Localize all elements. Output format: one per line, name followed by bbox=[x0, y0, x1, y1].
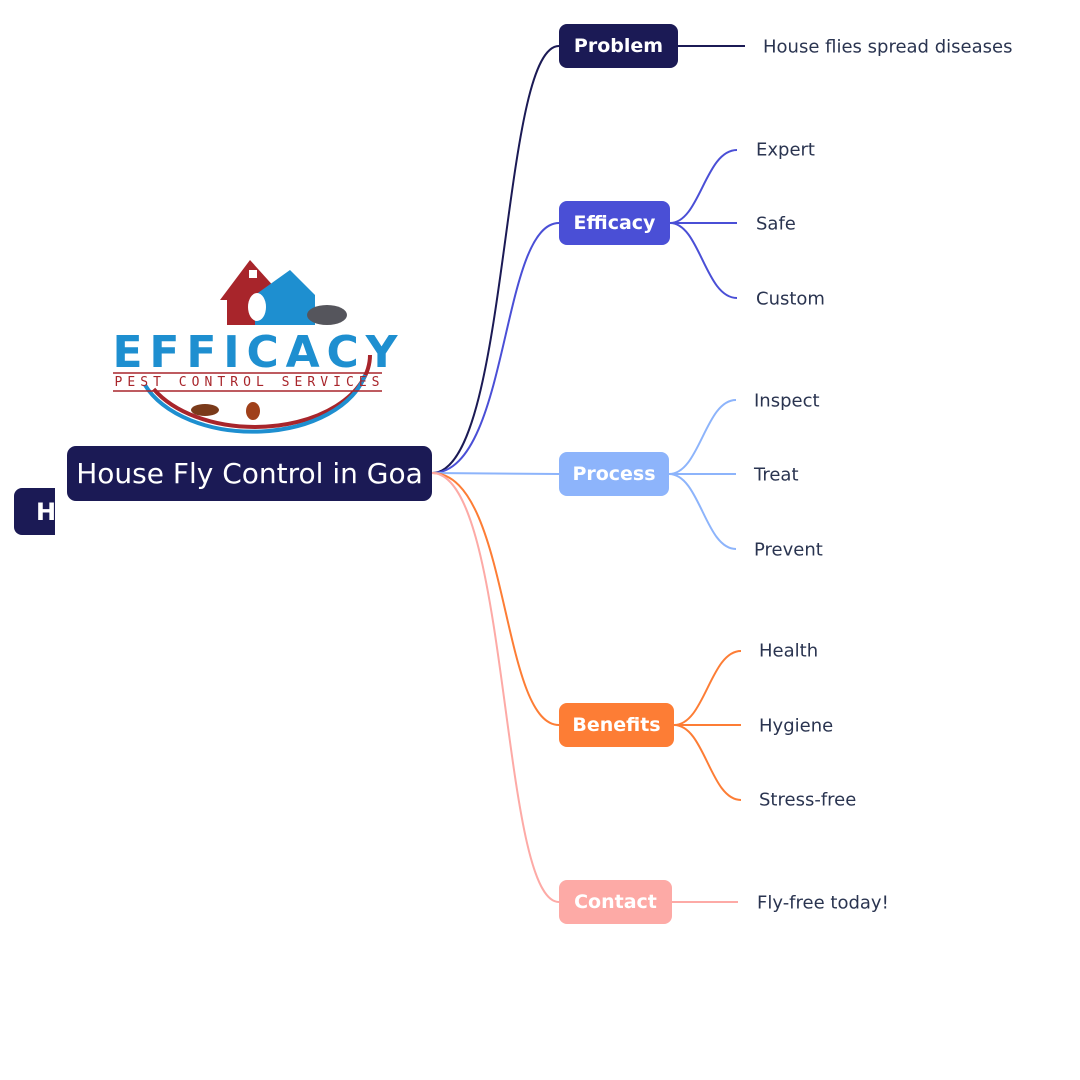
leaf-inspect[interactable]: Inspect bbox=[754, 390, 820, 412]
logo-wordmark: EFFICACY bbox=[113, 327, 399, 378]
branch-contact[interactable]: Contact bbox=[559, 880, 672, 924]
branch-efficacy[interactable]: Efficacy bbox=[559, 201, 670, 245]
branch-problem[interactable]: Problem bbox=[559, 24, 678, 68]
edge-root-process bbox=[431, 472, 560, 475]
partial-root-node[interactable]: H bbox=[14, 488, 55, 535]
edge-root-problem bbox=[431, 45, 560, 474]
branch-label: Process bbox=[572, 463, 656, 485]
partial-root-label: H bbox=[36, 497, 55, 526]
branch-label: Problem bbox=[573, 35, 664, 57]
leaf-expert[interactable]: Expert bbox=[756, 139, 815, 161]
logo-tagline: PEST CONTROL SERVICES bbox=[115, 375, 380, 390]
leaf-stress-free[interactable]: Stress-free bbox=[759, 789, 857, 811]
edge-root-benefits bbox=[431, 472, 560, 726]
efficacy-logo: EFFICACY PEST CONTROL SERVICES bbox=[113, 260, 399, 434]
leaf-safe[interactable]: Safe bbox=[756, 213, 796, 235]
edge-root-contact bbox=[431, 472, 560, 903]
leaf-problem[interactable]: House flies spread diseases bbox=[763, 36, 1013, 58]
leaf-health[interactable]: Health bbox=[759, 640, 819, 662]
branch-benefits[interactable]: Benefits bbox=[559, 703, 674, 747]
leaf-treat[interactable]: Treat bbox=[754, 464, 799, 486]
branch-label: Efficacy bbox=[573, 212, 656, 234]
branch-process[interactable]: Process bbox=[559, 452, 669, 496]
branch-label: Benefits bbox=[572, 714, 661, 736]
leaf-prevent[interactable]: Prevent bbox=[754, 539, 823, 561]
edge-root-efficacy bbox=[431, 222, 560, 474]
branch-label: Contact bbox=[574, 891, 657, 913]
leaf-hygiene[interactable]: Hygiene bbox=[759, 715, 834, 737]
leaf-custom[interactable]: Custom bbox=[756, 288, 825, 310]
root-node[interactable]: House Fly Control in Goa bbox=[67, 446, 432, 501]
leaf-fly-free[interactable]: Fly-free today! bbox=[757, 892, 889, 914]
root-label: House Fly Control in Goa bbox=[76, 457, 423, 490]
